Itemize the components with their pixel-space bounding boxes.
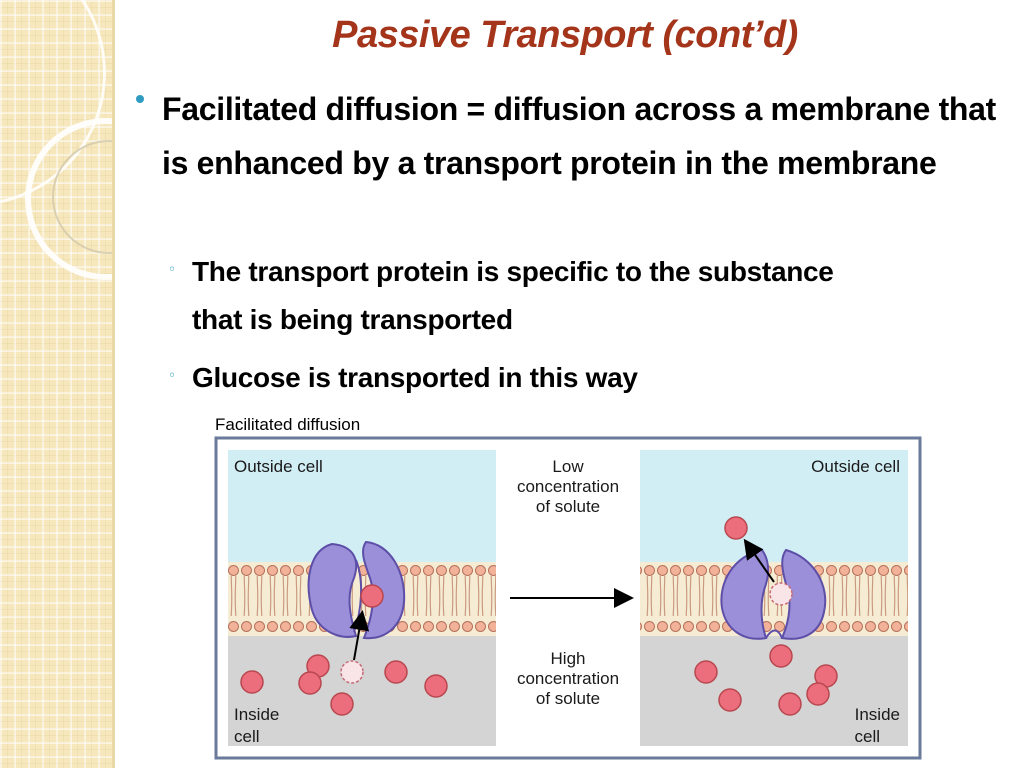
decorative-side-strip xyxy=(0,0,114,768)
high-concentration-label: concentration xyxy=(517,669,619,688)
transport-protein-icon xyxy=(720,548,827,640)
sub-bullet-circle-icon: ◦ xyxy=(167,368,177,384)
sub-bullet-circle-icon: ◦ xyxy=(167,262,177,278)
main-bullet-text: Facilitated diffusion = diffusion across… xyxy=(162,91,997,181)
solute-molecule-icon xyxy=(806,682,830,706)
figure-caption: Facilitated diffusion xyxy=(215,415,360,434)
solute-molecule-icon xyxy=(694,660,718,684)
solute-molecule-icon xyxy=(384,660,408,684)
low-concentration-label: concentration xyxy=(517,477,619,496)
sub-bullet-text: The transport protein is specific to the… xyxy=(192,256,834,335)
outside-cell-label: Outside cell xyxy=(811,457,900,476)
sub-bullet-text: Glucose is transported in this way xyxy=(192,362,638,393)
arrow-icon xyxy=(349,610,370,661)
solute-molecule-icon xyxy=(778,692,802,716)
lipid-heads-bottom xyxy=(228,618,496,632)
right-panel: Outside cell Inside cell xyxy=(640,450,908,746)
solute-molecule-icon xyxy=(360,584,384,608)
lipid-heads-top xyxy=(228,562,496,576)
solute-molecule-icon xyxy=(330,692,354,716)
inside-cell-label: cell xyxy=(854,727,880,746)
lipid-heads-top xyxy=(640,562,908,576)
middle-labels: Low concentration of solute High concent… xyxy=(510,457,634,708)
solute-molecule-icon xyxy=(769,582,793,606)
slide-title: Passive Transport (cont’d) xyxy=(332,14,798,56)
arrow-icon xyxy=(743,538,775,583)
facilitated-diffusion-figure: Facilitated diffusion xyxy=(214,410,924,762)
bullet-dot-icon xyxy=(136,95,144,103)
high-concentration-label: of solute xyxy=(536,689,600,708)
solute-molecule-icon xyxy=(424,674,448,698)
solute-molecule-icon xyxy=(298,671,322,695)
outside-cell-label: Outside cell xyxy=(234,457,323,476)
left-panel: Outside cell Inside cell xyxy=(228,450,496,746)
solute-molecule-icon xyxy=(724,516,748,540)
solute-molecule-icon xyxy=(718,688,742,712)
inside-cell-label: Inside xyxy=(855,705,900,724)
solute-molecule-icon xyxy=(769,644,793,668)
inside-cell-label: Inside xyxy=(234,705,279,724)
high-concentration-label: High xyxy=(551,649,586,668)
low-concentration-label: Low xyxy=(552,457,584,476)
decorative-divider xyxy=(112,0,115,768)
solute-molecule-icon xyxy=(240,670,264,694)
inside-cell-label: cell xyxy=(234,727,260,746)
low-concentration-label: of solute xyxy=(536,497,600,516)
lipid-heads-bottom xyxy=(640,618,908,632)
solute-molecule-icon xyxy=(340,660,364,684)
